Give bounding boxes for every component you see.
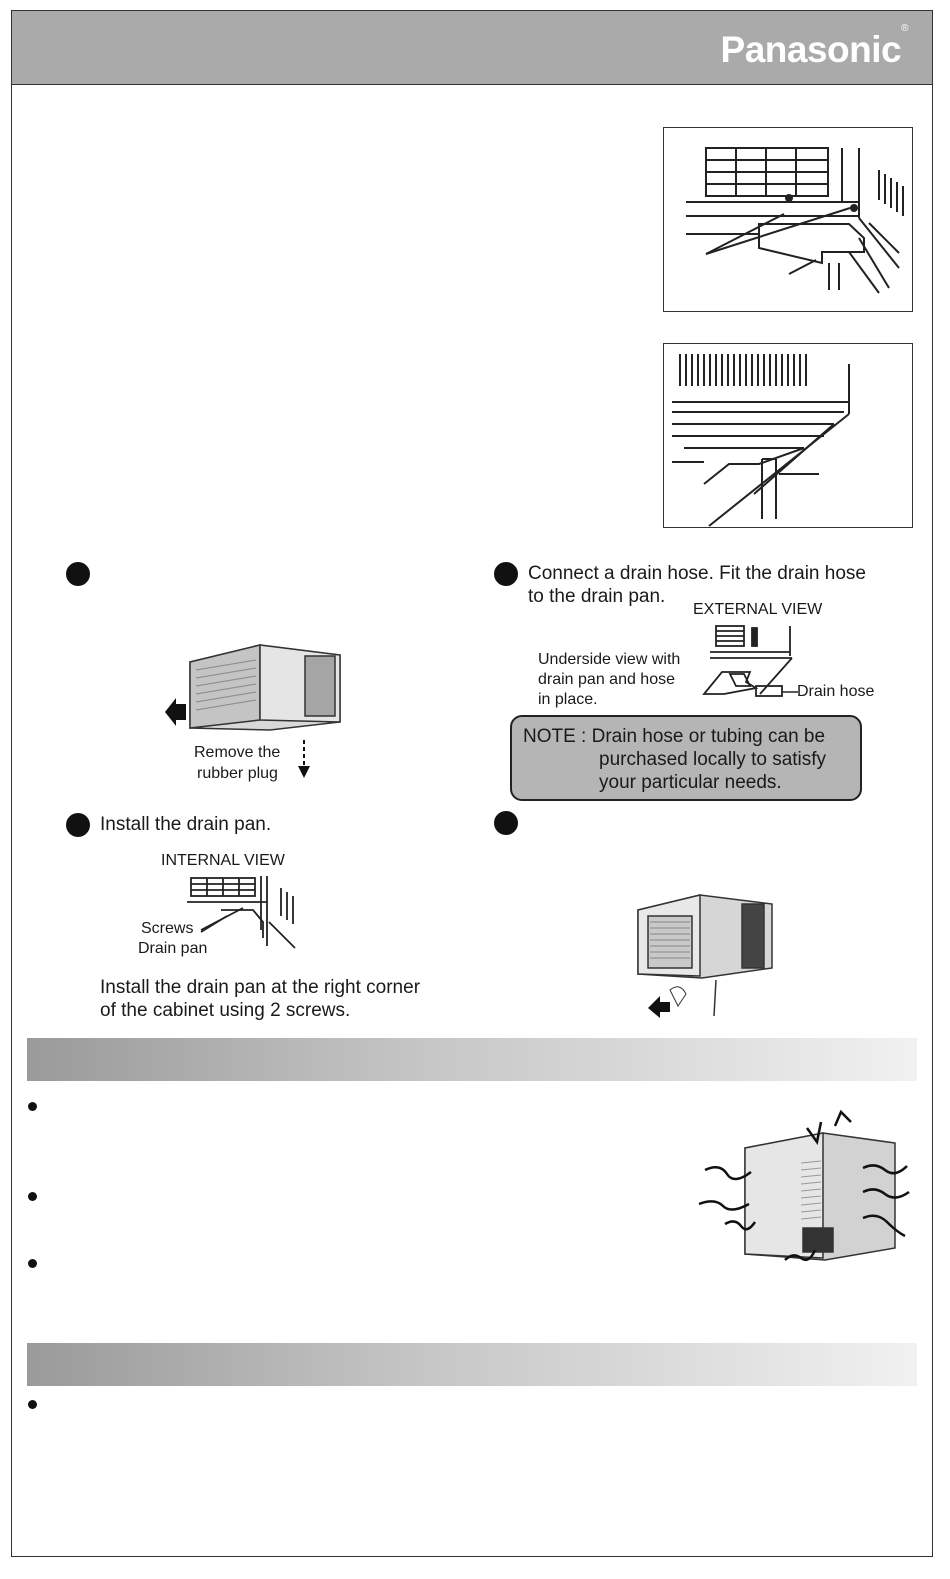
- drain-hose-external-illustration: [672, 354, 850, 527]
- step1-caption-line2: rubber plug: [197, 765, 278, 782]
- step2-description-line2: of the cabinet using 2 screws.: [100, 1000, 351, 1021]
- step-marker-2: [66, 813, 90, 837]
- internal-view-label: INTERNAL VIEW: [161, 852, 285, 869]
- step-marker-4: [494, 811, 518, 835]
- figure-drain-hose-external: [663, 343, 913, 528]
- step-marker-1: [66, 562, 90, 586]
- underside-view-line1: Underside view with: [538, 651, 681, 668]
- section1-bullet-3: [28, 1259, 37, 1268]
- external-view-illustration: [702, 625, 793, 697]
- brand-logo: Panasonic®: [720, 22, 909, 70]
- note-line1: NOTE : Drain hose or tubing can be: [523, 726, 826, 747]
- screws-label: Screws: [141, 920, 194, 937]
- air-conditioner-noise-illustration: [698, 1109, 910, 1261]
- external-view-label: EXTERNAL VIEW: [693, 601, 823, 618]
- step2-instruction: Install the drain pan.: [100, 814, 272, 835]
- note-line3: your particular needs.: [599, 772, 782, 793]
- drain-hose-label: Drain hose: [797, 683, 875, 700]
- drain-pan-label: Drain pan: [138, 940, 208, 957]
- step3-instruction-line1: Connect a drain hose. Fit the drain hose: [528, 563, 866, 584]
- note-box: NOTE : Drain hose or tubing can be purch…: [510, 715, 862, 801]
- section1-bullet-1: [28, 1102, 37, 1111]
- figure-drain-pan-internal: [663, 127, 913, 312]
- underside-view-line3: in place.: [538, 691, 598, 708]
- underside-view-line2: drain pan and hose: [538, 671, 675, 688]
- note-line2: purchased locally to satisfy: [599, 749, 827, 770]
- step2-description-line1: Install the drain pan at the right corne…: [100, 977, 421, 998]
- remove-rubber-plug-illustration: [165, 644, 341, 778]
- air-conditioner-install-illustration: [637, 894, 773, 1018]
- step1-caption-line1: Remove the: [194, 744, 281, 761]
- section-band-1: [27, 1038, 917, 1081]
- section1-bullet-2: [28, 1192, 37, 1201]
- step-marker-3: [494, 562, 518, 586]
- section2-bullet-1: [28, 1400, 37, 1409]
- page-header: Panasonic®: [11, 10, 933, 85]
- drain-hose-leader-line: [782, 691, 798, 693]
- drain-pan-internal-illustration: [686, 147, 904, 294]
- step3-instruction-line2: to the drain pan.: [528, 586, 666, 607]
- internal-view-illustration: [187, 876, 296, 949]
- section-band-2: [27, 1343, 917, 1386]
